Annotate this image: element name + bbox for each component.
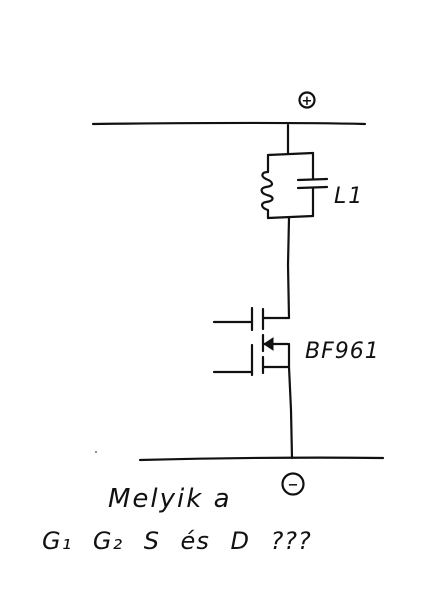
inductor-coil [260, 153, 274, 220]
negative-symbol-text: − [288, 478, 299, 493]
wire-source-to-ground [287, 342, 294, 460]
substrate-arrow-icon [263, 337, 274, 351]
positive-rail [91, 121, 367, 126]
question-line-2: G₁ G₂ S és D ??? [42, 527, 312, 555]
negative-rail [138, 456, 385, 462]
positive-terminal-symbol: + [298, 91, 316, 109]
positive-symbol-text: + [302, 94, 313, 109]
transistor-label: BF961 [305, 339, 380, 364]
stray-ink-dot [95, 451, 97, 453]
capacitor-plate-top [296, 177, 329, 182]
tank-top-wire [266, 151, 315, 157]
question-line-1: Melyik a [108, 484, 232, 514]
wire-tank-to-drain [286, 216, 291, 320]
inductor-label: L1 [334, 184, 364, 209]
negative-terminal-symbol: − [281, 472, 305, 496]
tank-bottom-wire [266, 214, 315, 220]
